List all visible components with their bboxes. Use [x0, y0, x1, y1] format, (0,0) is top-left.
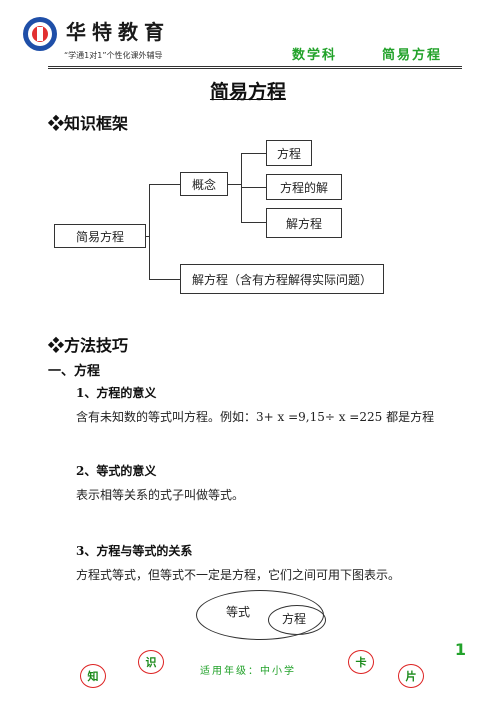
header-topic: 简易方程 — [382, 48, 443, 63]
venn-inner-ellipse — [268, 605, 326, 635]
section-methods: ❖方法技巧 — [48, 336, 129, 355]
paragraph-3: 方程式等式，但等式不一定是方程，它们之间可用下图表示。 — [76, 568, 401, 582]
header-divider — [48, 66, 462, 67]
header-subject: 数学科 — [292, 48, 338, 63]
subheading-2: 2、等式的意义 — [76, 464, 157, 478]
diagram-equation-box: 方程 — [266, 140, 312, 166]
subheading-3: 3、方程与等式的关系 — [76, 544, 193, 558]
logo-icon — [22, 16, 58, 52]
page-number: 1 — [454, 640, 466, 659]
footer-grade: 适用年级：中小学 — [200, 666, 296, 677]
diagram-concept-box: 概念 — [180, 172, 228, 196]
venn-inner-label: 方程 — [282, 612, 307, 626]
footer-bubble-shi: 识 — [138, 650, 164, 674]
page-title: 简易方程 — [209, 81, 286, 103]
diagram-solve-app-box: 解方程（含有方程解得实际问题） — [180, 264, 384, 294]
connector-line — [149, 279, 180, 280]
connector-line — [241, 187, 266, 188]
connector-line — [241, 153, 266, 154]
connector-line — [149, 184, 150, 280]
footer-bubble-zhi: 知 — [80, 664, 106, 688]
brand-name: 华特教育 — [66, 20, 170, 44]
connector-line — [149, 184, 180, 185]
connector-line — [241, 153, 242, 223]
subheading-1: 1、方程的意义 — [76, 386, 157, 400]
part-heading: 一、方程 — [48, 364, 101, 379]
footer-bubble-pian: 片 — [398, 664, 424, 688]
diagram-solution-box: 方程的解 — [266, 174, 342, 200]
brand-slogan: “学通1对1”个性化课外辅导 — [64, 51, 163, 60]
connector-line — [241, 222, 266, 223]
header-divider-2 — [48, 68, 462, 69]
paragraph-1: 含有未知数的等式叫方程。例如：3+ x =9,15÷ x =225 都是方程 — [76, 410, 435, 424]
section-framework: ❖知识框架 — [48, 114, 129, 133]
footer-bubble-ka: 卡 — [348, 650, 374, 674]
connector-line — [228, 184, 242, 185]
diagram-root-box: 简易方程 — [54, 224, 146, 248]
paragraph-2: 表示相等关系的式子叫做等式。 — [76, 488, 245, 502]
diagram-solve-box: 解方程 — [266, 208, 342, 238]
connector-line — [146, 236, 150, 237]
venn-outer-label: 等式 — [226, 605, 251, 619]
